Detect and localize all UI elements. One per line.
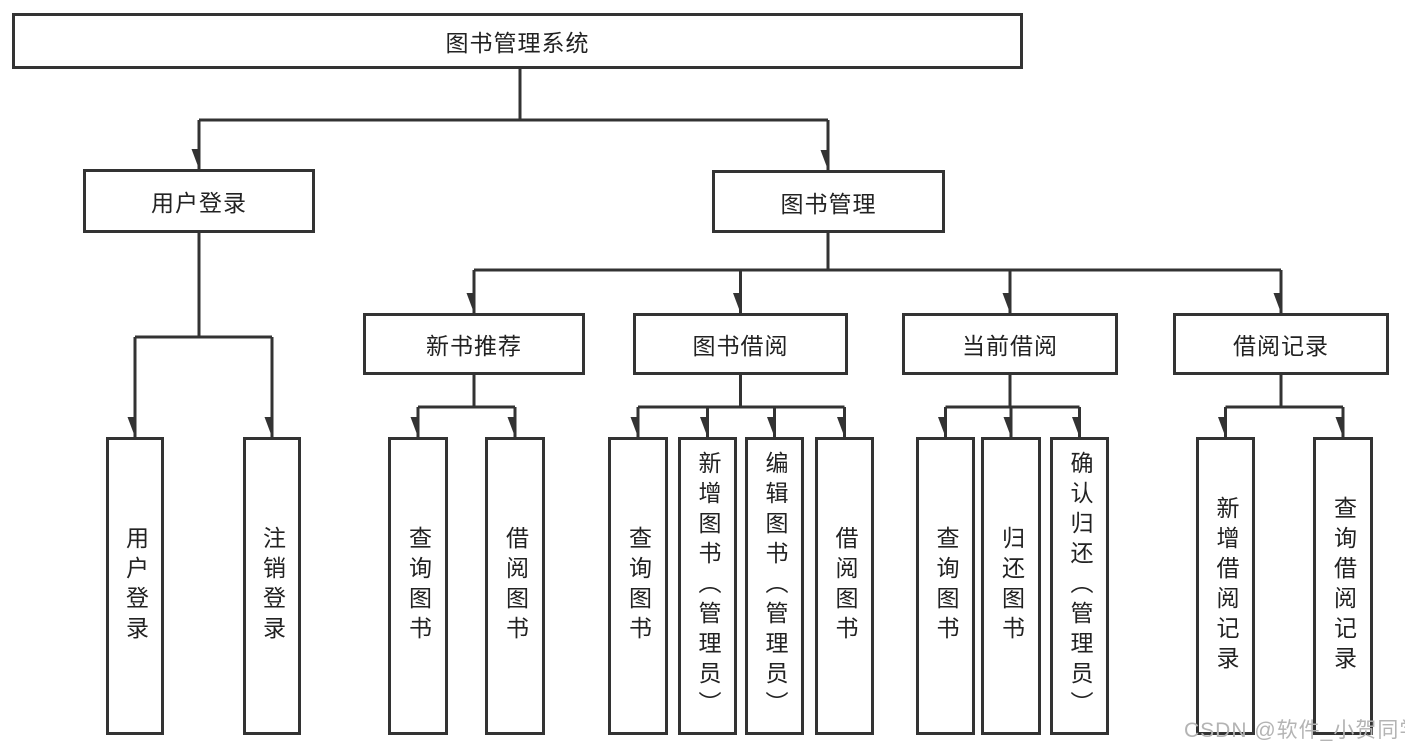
leaf-current-return-books: 归还图书 bbox=[981, 437, 1041, 735]
leaf-current-query-books: 查询图书 bbox=[916, 437, 975, 735]
leaf-borrow-add-books-admin: 新增图书（管理员） bbox=[678, 437, 737, 735]
node-borrow-records: 借阅记录 bbox=[1173, 313, 1389, 375]
leaf-records-query-record: 查询借阅记录 bbox=[1313, 437, 1373, 735]
node-book-borrow: 图书借阅 bbox=[633, 313, 848, 375]
leaf-user-login: 用户登录 bbox=[106, 437, 164, 735]
leaf-current-confirm-return-admin: 确认归还（管理员） bbox=[1050, 437, 1109, 735]
leaf-newbook-query-books: 查询图书 bbox=[388, 437, 448, 735]
leaf-records-add-record: 新增借阅记录 bbox=[1196, 437, 1255, 735]
node-current-borrow: 当前借阅 bbox=[902, 313, 1118, 375]
node-new-book-recommend: 新书推荐 bbox=[363, 313, 585, 375]
node-book-management: 图书管理 bbox=[712, 170, 945, 233]
leaf-newbook-borrow-books: 借阅图书 bbox=[485, 437, 545, 735]
csdn-watermark: CSDN @软件_小贺同学 bbox=[1184, 719, 1405, 742]
leaf-borrow-borrow-books: 借阅图书 bbox=[815, 437, 874, 735]
leaf-logout: 注销登录 bbox=[243, 437, 301, 735]
node-user-login: 用户登录 bbox=[83, 169, 315, 233]
leaf-borrow-edit-books-admin: 编辑图书（管理员） bbox=[745, 437, 804, 735]
node-root-library-system: 图书管理系统 bbox=[12, 13, 1023, 69]
leaf-borrow-query-books: 查询图书 bbox=[608, 437, 668, 735]
